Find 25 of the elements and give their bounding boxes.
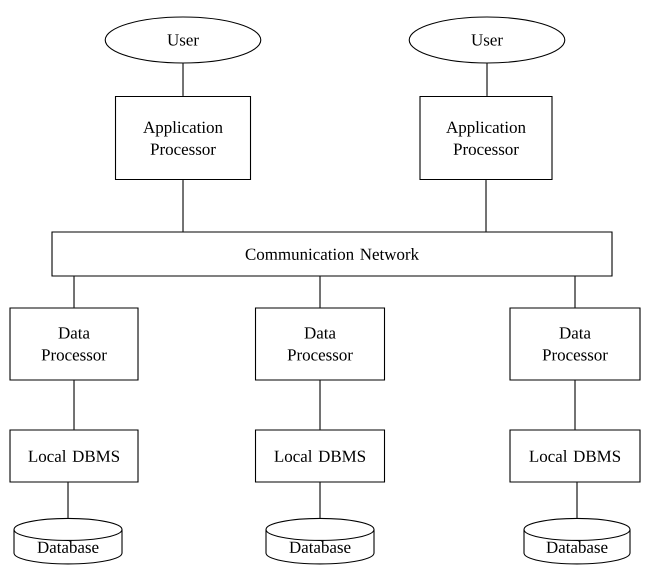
dbms-box: Local DBMS — [254, 429, 386, 483]
network-bar: Communication Network — [51, 231, 613, 277]
connector-line — [574, 276, 576, 308]
connector-line — [576, 482, 578, 518]
dbms-box: Local DBMS — [509, 429, 641, 483]
database-cylinder: Database — [13, 518, 123, 564]
dbms-box: Local DBMS — [9, 429, 139, 483]
connector-line — [574, 380, 576, 430]
processor-box: Application Processor — [114, 96, 252, 180]
connector-line — [73, 276, 75, 308]
connector-line — [182, 180, 184, 232]
connector-line — [319, 380, 321, 430]
processor-box: Data Processor — [254, 307, 386, 381]
connector-line — [319, 276, 321, 308]
processor-box: Application Processor — [419, 96, 553, 180]
processor-box: Data Processor — [509, 307, 641, 381]
connector-line — [486, 64, 488, 96]
database-cylinder: Database — [265, 518, 375, 564]
connector-line — [73, 380, 75, 430]
connector-line — [182, 64, 184, 96]
connector-line — [485, 180, 487, 232]
connector-line — [319, 482, 321, 518]
connector-line — [67, 482, 69, 518]
processor-box: Data Processor — [9, 307, 139, 381]
database-cylinder: Database — [523, 518, 631, 564]
